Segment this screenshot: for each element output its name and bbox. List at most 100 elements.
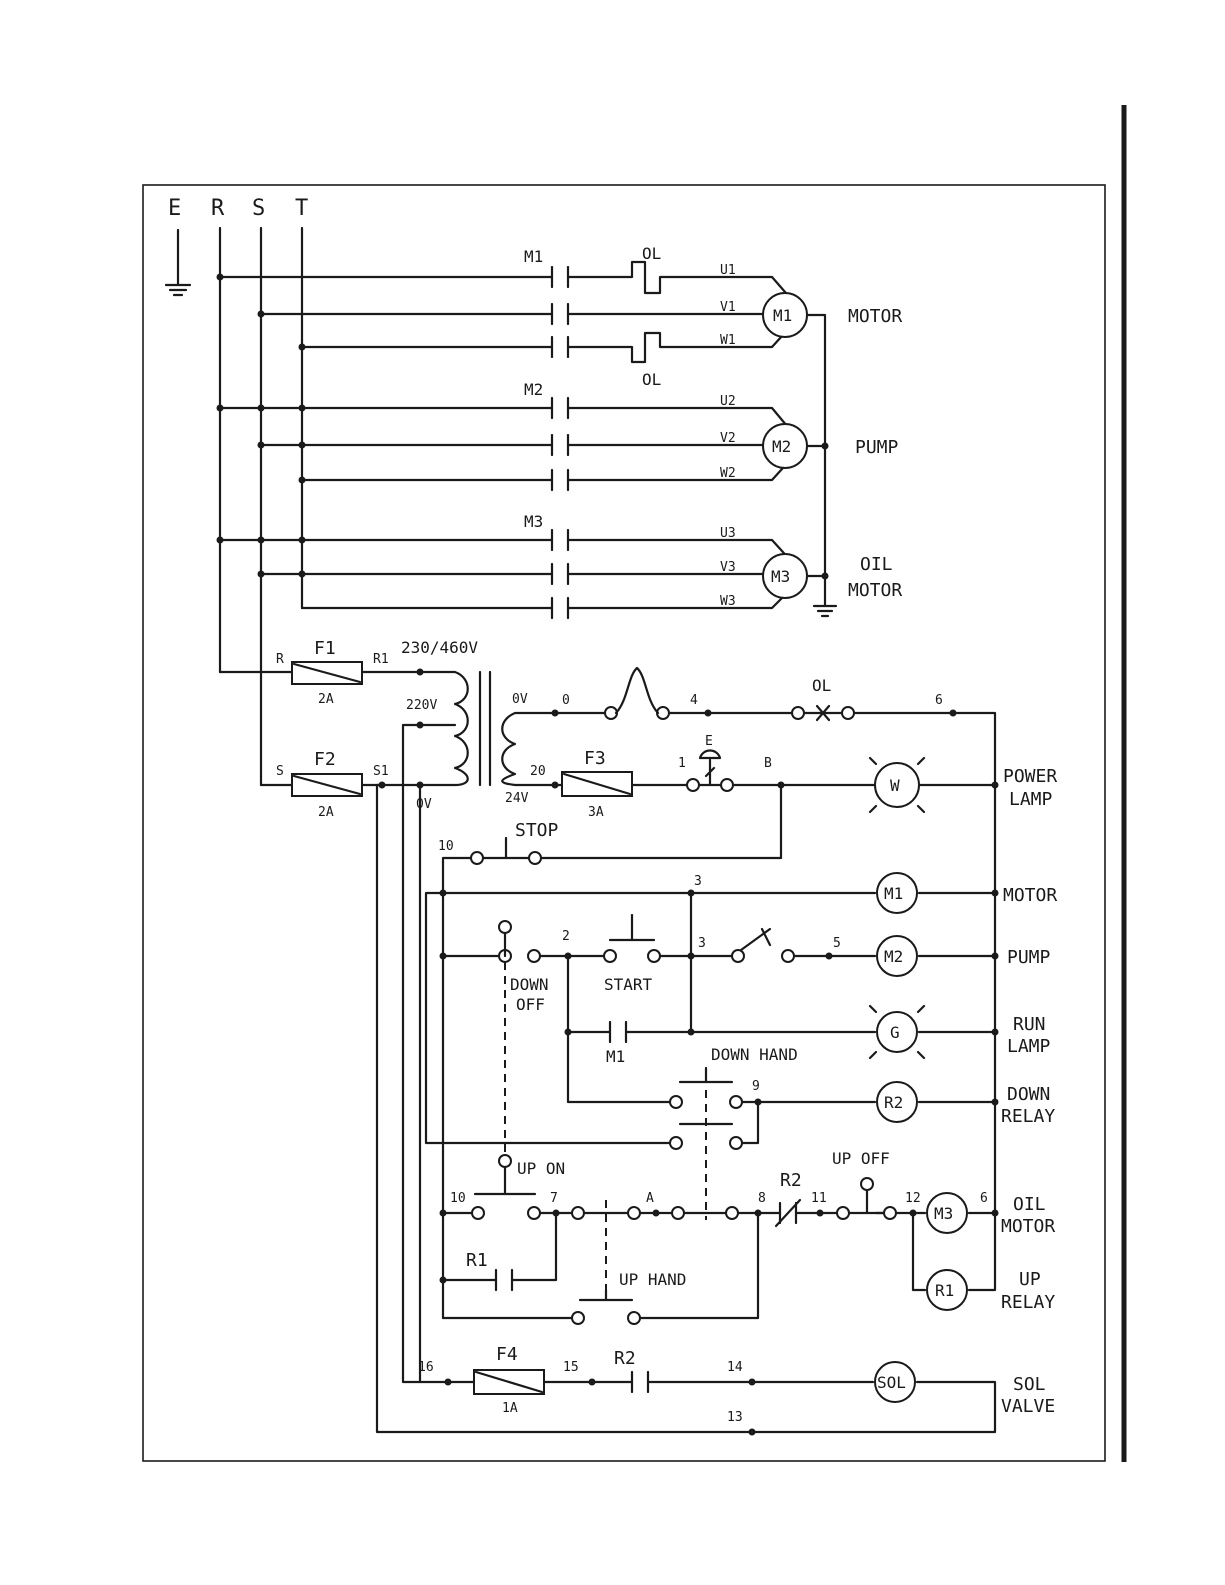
node-16-label: 16: [418, 1360, 434, 1375]
emergency-stop-button[interactable]: [697, 749, 723, 787]
node-0-label: 0: [562, 693, 570, 708]
stop-label: STOP: [515, 820, 559, 841]
terminal-v1-label: V1: [720, 300, 736, 315]
node-s1-label: S1: [373, 764, 389, 779]
terminal-u2-label: U2: [720, 394, 736, 409]
supply-label-r: R: [211, 196, 225, 221]
motor-earth-taps: [805, 444, 827, 578]
contact-m1-label: M1: [606, 1047, 625, 1066]
contactor-m3-label: M3: [524, 512, 543, 531]
terminal-v2-label: V2: [720, 431, 736, 446]
pump-label: PUMP: [855, 437, 899, 458]
m3-phase-w-wire: [300, 586, 794, 610]
terminal-w1-label: W1: [720, 333, 736, 348]
coil-m3-label: M3: [934, 1204, 953, 1223]
contact-r1-label: R1: [466, 1250, 488, 1271]
contactor-m1-label: M1: [524, 247, 543, 266]
stop-button[interactable]: [481, 836, 531, 860]
primary-voltage-label: 230/460V: [401, 638, 478, 657]
terminal-u3-label: U3: [720, 526, 736, 541]
node-1-label: 1: [678, 756, 686, 771]
contact-r2-no-label: R2: [614, 1348, 636, 1369]
emergency-stop-label: E: [705, 734, 713, 749]
node-3-label: 3: [698, 936, 706, 951]
m3-phase-u-wire: [218, 538, 794, 564]
node-7-label: 7: [550, 1191, 558, 1206]
node-12-label: 12: [905, 1191, 921, 1206]
contact-r2-no: [630, 1370, 650, 1394]
oil-motor-label-line1: OIL: [860, 554, 893, 575]
sol-valve-label-line2: VALVE: [1001, 1396, 1055, 1417]
power-lamp-label-line2: LAMP: [1009, 789, 1053, 810]
up-hand-rung-wire: [441, 1211, 760, 1320]
start-button[interactable]: [608, 913, 656, 942]
coil-r2-label: R2: [884, 1093, 903, 1112]
fuse-f3-rating: 3A: [588, 805, 604, 820]
fuse-f1-label: F1: [314, 638, 336, 659]
sol-valve-label-line1: SOL: [1013, 1374, 1046, 1395]
down-relay-rung-wire: [740, 1100, 997, 1145]
coil-m2-label: M2: [884, 947, 903, 966]
fuse-f2-label: F2: [314, 749, 336, 770]
motor-rung-label: MOTOR: [1003, 885, 1057, 906]
down-off-label-line2: OFF: [516, 995, 545, 1014]
start-terminal-right: [647, 949, 661, 963]
power-lamp-symbol: [874, 762, 920, 808]
fuse-f2-rating: 2A: [318, 805, 334, 820]
up-off-button[interactable]: [847, 1188, 886, 1215]
coil-m1-symbol: [876, 872, 918, 914]
m3-contacts: [550, 528, 570, 620]
down-off-label-line1: DOWN: [510, 975, 549, 994]
up-relay-label-line1: UP: [1019, 1269, 1041, 1290]
start-label: START: [604, 975, 653, 994]
transformer-secondary-winding: [501, 711, 557, 787]
supply-label-e: E: [168, 196, 181, 221]
control-circuit: F1 2A R R1 230/460V F2 2A S S1 220V 0V 0…: [218, 638, 1057, 1436]
secondary-24v-label: 24V: [505, 791, 529, 806]
solenoid-label: SOL: [877, 1373, 906, 1392]
node-5-label: 5: [833, 936, 841, 951]
selector-switch-knob[interactable]: [498, 920, 512, 934]
coil-m1-label: M1: [884, 884, 903, 903]
m1-phase-u-wire: [218, 260, 794, 302]
overload-contact-symbol: [802, 704, 844, 722]
motor-m3-label: M3: [771, 567, 790, 586]
node-s-label: S: [276, 764, 284, 779]
loop-symbol: [614, 666, 660, 715]
up-off-label: UP OFF: [832, 1149, 890, 1168]
up-relay-label-line2: RELAY: [1001, 1292, 1055, 1313]
run-lamp-label-line1: RUN: [1013, 1014, 1046, 1035]
supply-label-t: T: [295, 196, 308, 221]
up-hand-button[interactable]: [578, 1288, 634, 1302]
run-lamp-rays: [868, 1004, 926, 1060]
terminal-v3-label: V3: [720, 560, 736, 575]
down-hand-button[interactable]: [678, 1066, 734, 1084]
power-circuit: E R S T M1 M1 OL OL U1 V1 W1 MOTOR M2: [164, 196, 902, 787]
overload-bottom-label: OL: [642, 370, 661, 389]
run-lamp-rung-wire: [566, 891, 997, 1104]
motor-earth-bond: [805, 313, 827, 608]
primary-0v-label: 0V: [416, 797, 432, 812]
run-lamp-symbol: [876, 1011, 918, 1053]
terminal-u1-label: U1: [720, 263, 736, 278]
power-lamp-letter: W: [890, 776, 900, 795]
start-terminal-left: [603, 949, 617, 963]
node-8-label: 8: [758, 1191, 766, 1206]
rung-0-6-wire: [553, 711, 997, 1217]
m2-contacts: [550, 396, 570, 492]
contactor-m2-label: M2: [524, 380, 543, 399]
oil-motor-label-line2: MOTOR: [848, 580, 902, 601]
m1-phase-w-wire: [300, 323, 794, 364]
up-on-knob[interactable]: [498, 1154, 512, 1168]
fuse-f4-label: F4: [496, 1344, 518, 1365]
node-b-label: B: [764, 756, 772, 771]
coil-r1-symbol: [926, 1269, 968, 1311]
contact-m1-hold: [608, 1020, 628, 1044]
node-4-label: 4: [690, 693, 698, 708]
down-off-terminal-right: [527, 949, 541, 963]
up-on-switch: [473, 1165, 537, 1196]
coil-m2-symbol: [876, 935, 918, 977]
contact-r1-hold: [494, 1268, 514, 1292]
